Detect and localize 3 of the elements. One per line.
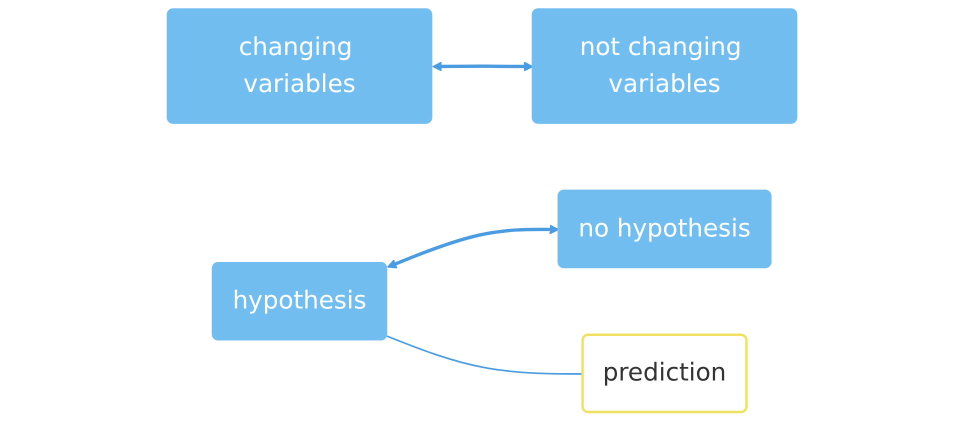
arrow [386, 224, 560, 268]
arrow [432, 62, 534, 72]
connector [386, 335, 584, 375]
